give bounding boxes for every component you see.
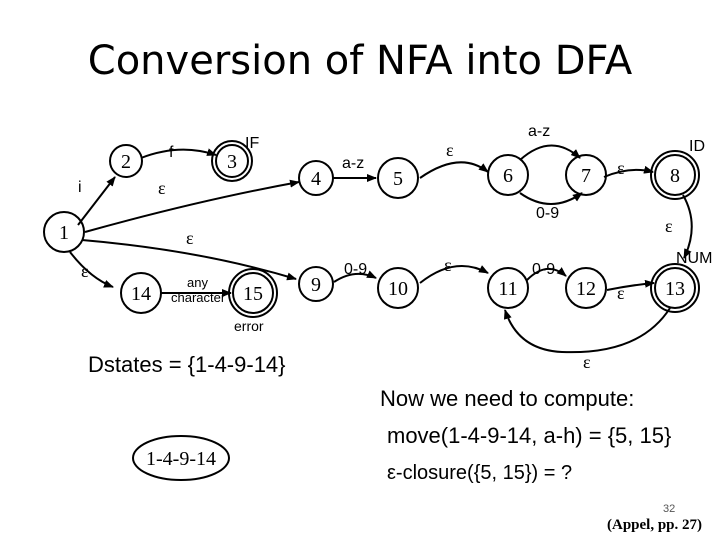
edge-5-6 (419, 161, 489, 179)
node-15-accept (228, 268, 278, 318)
node-label-4: 4 (311, 168, 321, 190)
node-label-15: 15 (243, 283, 263, 305)
node-label-10: 10 (388, 278, 408, 300)
node-5 (377, 157, 419, 199)
edge-label-eps-7-8: ε (617, 158, 625, 178)
edge-label-09-9-10: 0-9 (344, 261, 367, 278)
compute-line-1: Now we need to compute: (380, 386, 635, 411)
node-4 (298, 160, 334, 196)
citation: (Appel, pp. 27) (607, 517, 703, 533)
edge-label-09-11-12: 0-9 (532, 261, 555, 278)
edge-label-IF: IF (245, 135, 259, 152)
edge-1-14 (69, 251, 114, 288)
edge-label-NUM: NUM (676, 250, 712, 267)
edge-label-az-6-7: a-z (528, 123, 550, 140)
node-12 (565, 267, 607, 309)
node-label-6: 6 (503, 165, 513, 187)
node-8-accept (650, 150, 700, 200)
node-9 (298, 266, 334, 302)
edge-label-eps-10-11: ε (444, 255, 452, 275)
edge-label-eps-8-13: ε (665, 216, 673, 236)
node-1 (43, 211, 85, 253)
edge-label-ID: ID (689, 138, 705, 155)
node-3 (215, 144, 249, 178)
node-14 (120, 272, 162, 314)
dstate-node (132, 435, 230, 481)
dstate-label: 1-4-9-14 (146, 448, 216, 470)
compute-line-2: move(1-4-9-14, a-h) = {5, 15} (387, 423, 672, 448)
slide-title: Conversion of NFA into DFA (87, 38, 633, 84)
edge-label-eps-5-6: ε (446, 140, 454, 160)
dstates-text: Dstates = {1-4-9-14} (88, 352, 286, 377)
edge-label-i: i (78, 179, 82, 196)
node-11 (487, 267, 529, 309)
node-13 (654, 267, 696, 309)
node-2 (109, 144, 143, 178)
node-7 (565, 154, 607, 196)
node-label-11: 11 (498, 278, 517, 300)
node-label-2: 2 (121, 151, 131, 173)
edge-7-8 (603, 165, 654, 178)
edge-1-4 (84, 179, 300, 233)
node-label-3: 3 (227, 151, 237, 173)
node-label-8: 8 (670, 165, 680, 187)
node-13-accept (650, 263, 700, 313)
node-label-1: 1 (59, 222, 69, 244)
edge-13-11-loop (503, 307, 671, 354)
node-3-accept (211, 140, 253, 182)
node-15 (232, 272, 274, 314)
edge-2-3 (140, 148, 217, 159)
edge-label-eps-12-13: ε (617, 283, 625, 303)
page-number: 32 (663, 503, 676, 515)
edge-11-12 (526, 267, 567, 281)
edge-label-f: f (169, 144, 174, 161)
edge-1-9 (81, 239, 297, 281)
edge-1-2 (77, 176, 116, 226)
node-label-9: 9 (311, 274, 321, 296)
edge-9-10 (333, 270, 377, 283)
node-label-5: 5 (393, 168, 403, 190)
edge-label-09-6-7: 0-9 (536, 205, 559, 222)
node-label-12: 12 (576, 278, 596, 300)
edge-6-7-top (519, 144, 581, 161)
edge-label-eps-loop: ε (583, 352, 591, 372)
edge-label-error: error (234, 318, 264, 334)
edge-label-character: character (171, 290, 226, 305)
node-label-14: 14 (131, 283, 151, 305)
edge-label-eps-1-4: ε (158, 178, 166, 198)
node-8 (654, 154, 696, 196)
node-label-7: 7 (581, 165, 591, 187)
edge-8-13 (682, 194, 693, 259)
edge-6-7-bottom (519, 192, 583, 205)
compute-line-3: ε-closure({5, 15}) = ? (387, 462, 573, 484)
edge-10-11 (419, 265, 489, 284)
edge-label-az-4-5: a-z (342, 155, 364, 172)
edge-12-13 (606, 279, 655, 291)
edge-label-any: any (187, 275, 208, 290)
edge-label-eps-1-14: ε (81, 261, 89, 281)
edge-label-eps-1-9: ε (186, 228, 194, 248)
node-label-13: 13 (665, 278, 685, 300)
node-6 (487, 154, 529, 196)
node-10 (377, 267, 419, 309)
